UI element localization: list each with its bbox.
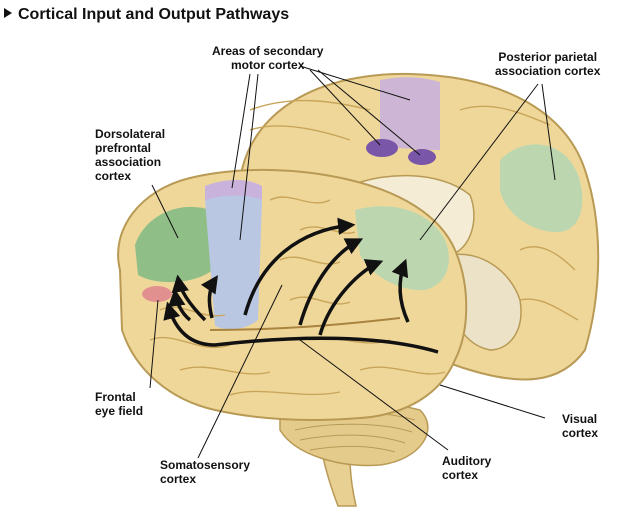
leader-posterior-b	[541, 83, 556, 181]
leader-posterior-a	[419, 83, 539, 241]
leader-secondary-motor-c	[299, 65, 411, 101]
secondary-motor-spot-2	[408, 149, 436, 165]
leader-secondary-motor-a	[231, 73, 251, 189]
frontal-eye-field-region	[142, 286, 172, 302]
leader-visual	[439, 384, 546, 419]
leader-dorsolateral	[151, 184, 179, 239]
leader-frontal-eye	[149, 299, 159, 389]
secondary-motor-spot-1	[366, 139, 398, 157]
figure-title: Cortical Input and Output Pathways	[4, 6, 289, 24]
label-secondary-motor: Areas of secondary motor cortex	[212, 44, 324, 72]
label-posterior-parietal: Posterior parietal association cortex	[495, 50, 601, 78]
leader-secondary-motor-d	[309, 69, 381, 146]
label-frontal-eye-field: Frontal eye field	[95, 390, 144, 418]
arrow-prefrontal-3	[168, 288, 192, 322]
premotor-region	[205, 194, 262, 330]
lateral-sulcus	[209, 317, 401, 331]
arrow-prefrontal-1	[171, 274, 207, 322]
arrow-visual-up	[391, 258, 410, 323]
arrow-prefrontal-2	[200, 275, 218, 319]
medial-secondary-motor	[380, 77, 440, 150]
label-auditory-cortex: Auditory cortex	[442, 454, 492, 482]
arrow-arc-upper	[243, 217, 356, 316]
arrow-somato-up	[298, 238, 364, 326]
bullet-triangle-icon	[4, 8, 12, 18]
label-visual-cortex: Visual cortex	[562, 412, 599, 440]
arrow-auditory-up	[318, 259, 384, 336]
leader-lines	[149, 65, 556, 459]
leader-somato	[197, 284, 283, 459]
posterior-parietal-region	[500, 144, 583, 233]
gyrus-texture	[149, 99, 579, 396]
leader-secondary-motor-e	[317, 69, 421, 156]
figure-title-text: Cortical Input and Output Pathways	[18, 6, 290, 23]
leader-auditory	[299, 339, 449, 451]
cerebellum-folia	[291, 412, 416, 453]
lateral-secondary-motor	[205, 180, 262, 200]
leader-secondary-motor-b	[239, 73, 259, 241]
label-dorsolateral-prefrontal: Dorsolateral prefrontal association cort…	[95, 127, 166, 183]
label-somatosensory-cortex: Somatosensory cortex	[160, 458, 251, 486]
dorsolateral-prefrontal-region	[135, 206, 221, 283]
